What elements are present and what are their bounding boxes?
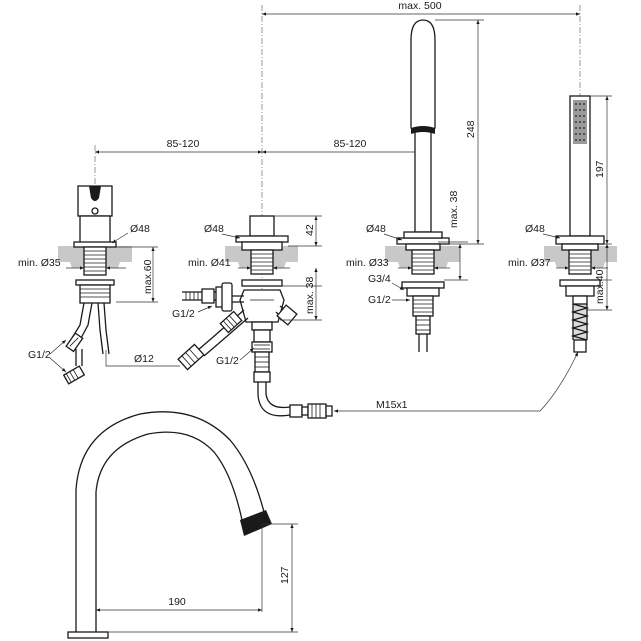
hand-shower bbox=[555, 95, 605, 353]
spout bbox=[67, 411, 272, 639]
diverter-valve bbox=[177, 215, 333, 419]
label-max60: max.60 bbox=[142, 259, 154, 294]
label-d48-3: Ø48 bbox=[366, 223, 386, 235]
spray-nozzles bbox=[575, 103, 585, 141]
spout-annotations: 190 127 bbox=[96, 523, 298, 633]
label-d48-2: Ø48 bbox=[204, 223, 224, 235]
label-g12-mixer: G1/2 bbox=[28, 349, 51, 361]
label-max40: max.40 bbox=[594, 269, 606, 304]
center-lines bbox=[94, 5, 581, 375]
label-g12-valve-left: G1/2 bbox=[172, 308, 195, 320]
label-m15x1: M15x1 bbox=[376, 399, 408, 411]
label-g12-shower: G1/2 bbox=[368, 294, 391, 306]
label-h127: 127 bbox=[279, 566, 291, 584]
shower-holder bbox=[396, 19, 450, 352]
label-d48-4: Ø48 bbox=[525, 223, 545, 235]
label-h197: 197 bbox=[594, 160, 606, 178]
label-h248: 248 bbox=[465, 120, 477, 138]
dimension-max500: max. 500 bbox=[262, 0, 580, 16]
label-min37: min. Ø37 bbox=[508, 257, 551, 269]
label-max38-valve: max. 38 bbox=[304, 276, 316, 314]
label-h42: 42 bbox=[304, 224, 316, 236]
label-min33: min. Ø33 bbox=[346, 257, 389, 269]
label-g12-valve-bottom: G1/2 bbox=[216, 355, 239, 367]
label-min35: min. Ø35 bbox=[18, 257, 61, 269]
diverter-valve-annotations: Ø48 min. Ø41 42 max. 38 G1/2 G1/2 M15x1 bbox=[172, 215, 579, 413]
shower-holder-annotations: 248 max. 38 Ø48 min. Ø33 G3/4 G1/2 bbox=[346, 19, 484, 306]
dimension-85-120-left: 85-120 bbox=[95, 138, 262, 154]
label-g34: G3/4 bbox=[368, 273, 391, 285]
lever-valve bbox=[62, 185, 117, 385]
label-min41: min. Ø41 bbox=[188, 257, 231, 269]
hand-shower-annotations: 197 max.40 Ø48 min. Ø37 bbox=[508, 95, 612, 311]
lever-valve-annotations: Ø48 min. Ø35 max.60 G1/2 Ø12 bbox=[18, 223, 180, 373]
label-w190: 190 bbox=[168, 596, 186, 608]
label-d12: Ø12 bbox=[134, 353, 154, 365]
label-d48-1: Ø48 bbox=[130, 223, 150, 235]
label-max38-spout: max. 38 bbox=[448, 190, 460, 228]
label-max500: max. 500 bbox=[398, 0, 441, 12]
dimension-85-120-right: 85-120 bbox=[262, 138, 423, 154]
label-85-120-left: 85-120 bbox=[167, 138, 200, 150]
label-85-120-right: 85-120 bbox=[334, 138, 367, 150]
